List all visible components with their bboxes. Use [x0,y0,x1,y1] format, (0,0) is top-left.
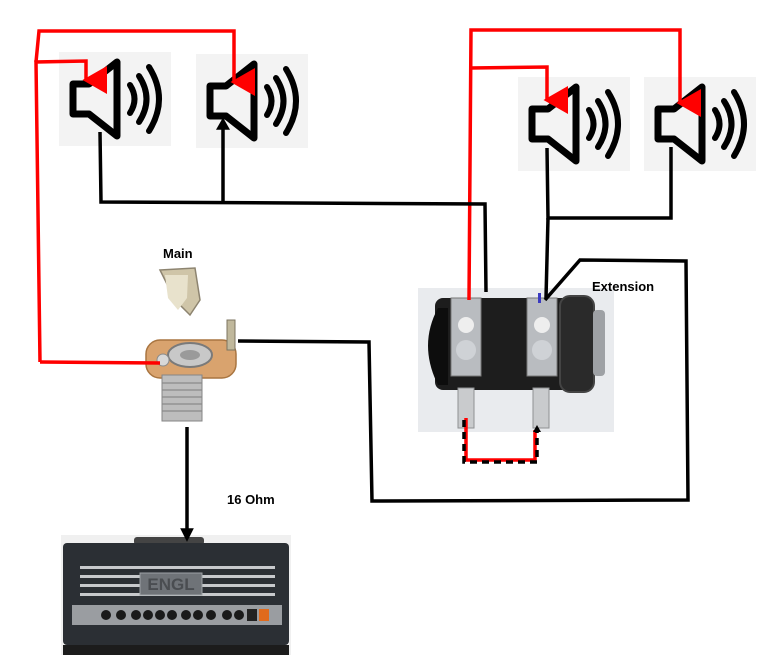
positive-wires [34,28,701,365]
speaker-3 [518,77,630,171]
negative-wires [98,117,690,542]
main-jack-label: Main [163,246,193,261]
red-wire-to-speaker-3 [469,65,568,114]
speaker-4 [644,77,756,171]
amp-logo: ENGL [147,575,194,594]
extension-jack-label: Extension [592,279,655,294]
red-wire-main-tip [39,360,161,365]
speaker-2 [196,54,308,148]
speaker-1 [59,52,171,146]
black-wire-right-to-extension [544,217,550,299]
extension-jack [418,288,614,432]
black-wire-right-speakers [545,147,673,220]
switch-jumper [462,418,541,464]
amplifier-head: ENGL [61,535,291,655]
red-wire-to-speaker-4 [467,28,701,301]
impedance-label: 16 Ohm [227,492,275,507]
red-wire-main-to-speaker-1 [34,59,107,363]
red-wire-to-speaker-2 [34,29,255,96]
main-jack [145,267,237,422]
black-wire-left-speakers [98,131,488,293]
black-wire-main-sleeve-to-extension [237,258,690,503]
blue-marker [538,293,541,303]
